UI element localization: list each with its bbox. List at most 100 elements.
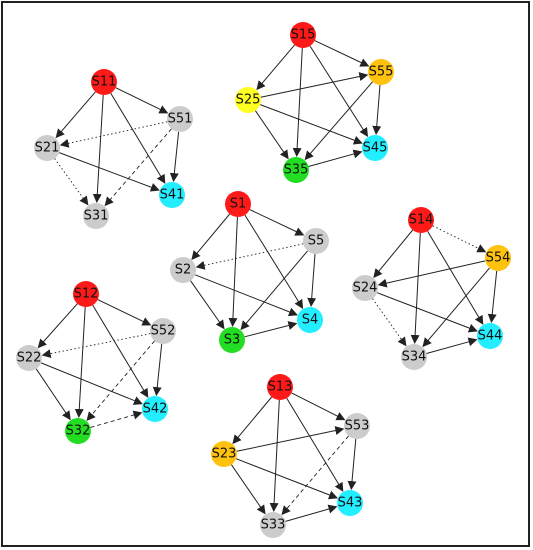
- node-s3: S3: [219, 327, 245, 353]
- node-s35: S35: [283, 157, 309, 183]
- node-s22: S22: [16, 345, 42, 371]
- node-label-s32: S32: [66, 424, 91, 439]
- node-s14: S14: [408, 207, 434, 233]
- node-circle-s3: [219, 327, 245, 353]
- node-circle-s33: [260, 512, 286, 538]
- edge-s24-s34: [372, 298, 407, 347]
- edge-s22-s42: [40, 362, 143, 405]
- edge-s34-s44: [426, 337, 478, 354]
- node-label-s14: S14: [409, 213, 434, 228]
- node-label-s52: S52: [151, 324, 176, 339]
- node-s23: S23: [211, 441, 237, 467]
- node-s33: S33: [260, 512, 286, 538]
- node-circle-s51: [167, 106, 193, 132]
- edge-s22-s32: [35, 368, 71, 421]
- edge-s32-s42: [90, 410, 143, 428]
- node-label-s12: S12: [74, 287, 99, 302]
- node-s11: S11: [91, 69, 117, 95]
- node-circle-s14: [408, 207, 434, 233]
- edge-s12-s32: [74, 306, 86, 418]
- node-circle-s45: [362, 135, 388, 161]
- node-label-s5: S5: [308, 234, 325, 249]
- node-s13: S13: [267, 374, 293, 400]
- edge-s54-s24: [377, 260, 486, 288]
- edge-s51-s41: [169, 131, 180, 183]
- node-s45: S45: [362, 135, 388, 161]
- node-circle-s1: [225, 191, 251, 217]
- node-circle-s5: [303, 228, 329, 254]
- node-s52: S52: [150, 318, 176, 344]
- node-s12: S12: [73, 281, 99, 307]
- node-circle-s24: [352, 275, 378, 301]
- node-s1: S1: [225, 191, 251, 217]
- edge-s13-s23: [232, 396, 273, 445]
- node-s4: S4: [297, 307, 323, 333]
- node-label-s43: S43: [338, 496, 363, 511]
- node-label-s31: S31: [84, 209, 109, 224]
- node-label-s44: S44: [478, 329, 503, 344]
- edge-s53-s33: [281, 435, 349, 516]
- edge-s25-s35: [254, 110, 289, 160]
- node-s25: S25: [235, 87, 261, 113]
- edge-s3-s4: [244, 321, 298, 338]
- edge-s1-s5: [249, 209, 305, 236]
- node-label-s15: S15: [291, 28, 316, 43]
- edge-s2-s4: [194, 274, 298, 317]
- node-circle-s55: [368, 59, 394, 85]
- edge-s1-s3: [228, 216, 238, 327]
- node-s32: S32: [65, 418, 91, 444]
- node-label-s45: S45: [363, 141, 388, 156]
- edge-s14-s54: [432, 225, 487, 253]
- node-circle-s15: [290, 22, 316, 48]
- edge-s25-s55: [260, 72, 369, 98]
- edge-s55-s45: [372, 84, 382, 135]
- edge-group-g1: [190, 209, 317, 338]
- edge-s23-s43: [235, 458, 338, 500]
- node-label-s41: S41: [160, 188, 185, 203]
- edge-s5-s3: [240, 250, 308, 331]
- node-circle-s44: [477, 323, 503, 349]
- node-s31: S31: [83, 203, 109, 229]
- node-circle-s11: [91, 69, 117, 95]
- edges-layer: [35, 40, 498, 522]
- edge-s54-s44: [487, 270, 498, 324]
- node-label-s33: S33: [261, 518, 286, 533]
- edge-group-g15: [254, 40, 382, 167]
- edge-s11-s51: [115, 87, 169, 114]
- node-label-s51: S51: [168, 112, 193, 127]
- edge-s2-s3: [190, 280, 225, 330]
- node-s42: S42: [142, 396, 168, 422]
- node-circle-s2: [170, 257, 196, 283]
- edge-s13-s43: [286, 397, 344, 492]
- edge-s25-s45: [260, 104, 363, 145]
- node-label-s13: S13: [268, 380, 293, 395]
- nodes-layer: S11S21S51S31S41S15S25S55S35S45S1S2S5S3S4…: [16, 22, 511, 538]
- edge-s15-s45: [309, 45, 369, 138]
- node-label-s2: S2: [175, 263, 192, 278]
- node-s53: S53: [344, 413, 370, 439]
- node-label-s54: S54: [486, 251, 511, 266]
- node-s51: S51: [167, 106, 193, 132]
- node-circle-s54: [485, 245, 511, 271]
- node-circle-s41: [159, 182, 185, 208]
- edge-s52-s32: [86, 340, 155, 422]
- edge-s23-s33: [230, 464, 266, 515]
- node-circle-s53: [344, 413, 370, 439]
- node-circle-s42: [142, 396, 168, 422]
- node-label-s24: S24: [353, 281, 378, 296]
- edge-s24-s44: [376, 292, 478, 333]
- edge-s5-s4: [307, 253, 317, 307]
- edge-s15-s35: [292, 47, 303, 157]
- node-s15: S15: [290, 22, 316, 48]
- edge-group-g11: [54, 87, 180, 207]
- node-label-s35: S35: [284, 163, 309, 178]
- node-circle-s32: [65, 418, 91, 444]
- node-s54: S54: [485, 245, 511, 271]
- edge-group-g12: [35, 299, 163, 428]
- node-s34: S34: [401, 344, 427, 370]
- edge-s11-s21: [55, 91, 96, 139]
